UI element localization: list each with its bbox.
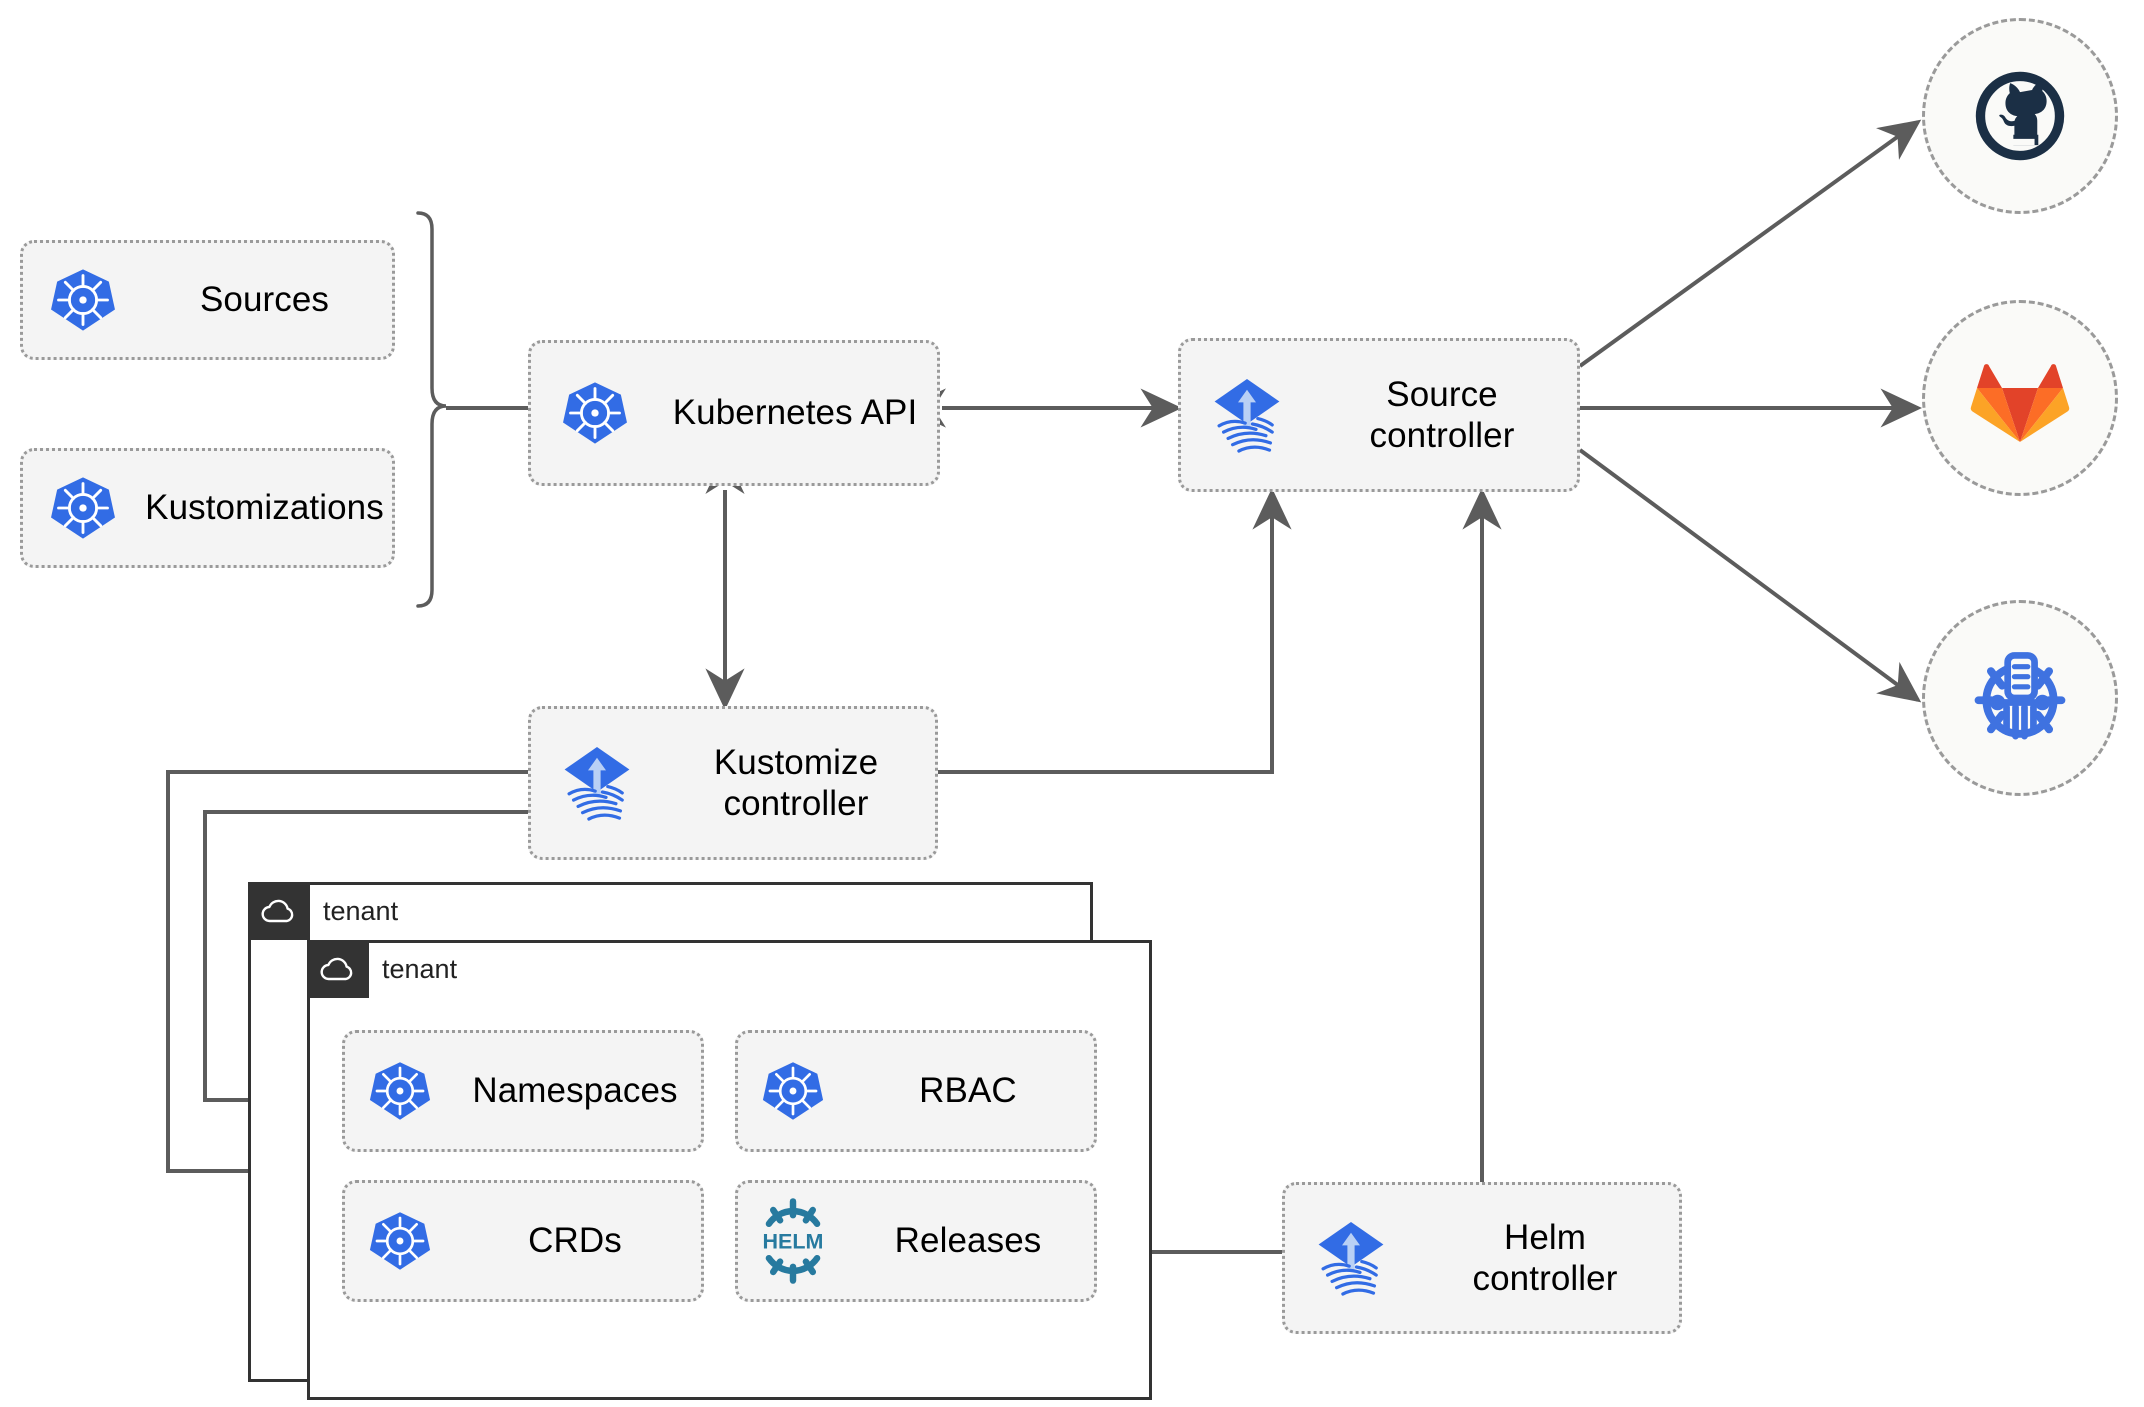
tenant-label: tenant <box>382 953 458 984</box>
node-sources[interactable]: Sources <box>20 240 395 360</box>
node-releases[interactable]: HELM Releases <box>735 1180 1097 1302</box>
flux-icon <box>531 738 663 828</box>
node-kubernetes-api[interactable]: Kubernetes API <box>528 340 940 486</box>
kubernetes-icon <box>23 266 143 334</box>
flux-icon <box>1285 1213 1417 1303</box>
kubernetes-icon <box>345 1059 455 1123</box>
svg-text:HELM: HELM <box>763 1230 824 1254</box>
gitlab-icon <box>1970 364 2070 442</box>
helm-icon: HELM <box>738 1198 848 1284</box>
tenant-label: tenant <box>323 895 399 926</box>
github-icon <box>1975 71 2065 161</box>
cloud-icon <box>307 940 369 998</box>
node-label: Sources <box>199 280 330 320</box>
node-label: Kubernetes API <box>672 393 918 433</box>
kubernetes-icon <box>531 379 659 447</box>
kubernetes-icon <box>738 1059 848 1123</box>
kubernetes-icon <box>23 474 143 542</box>
node-label: Releases <box>894 1221 1042 1261</box>
node-rbac[interactable]: RBAC <box>735 1030 1097 1152</box>
flux-icon <box>1181 370 1313 460</box>
provider-helm-repository[interactable] <box>1922 600 2118 796</box>
provider-github[interactable] <box>1922 18 2118 214</box>
helm-repository-icon <box>1974 652 2066 740</box>
provider-gitlab[interactable] <box>1922 300 2118 496</box>
tenant-container-front[interactable]: tenant <box>307 940 1152 1400</box>
node-crds[interactable]: CRDs <box>342 1180 704 1302</box>
node-label: CRDs <box>528 1221 622 1261</box>
cloud-icon <box>248 882 310 940</box>
node-label: Namespaces <box>472 1071 678 1111</box>
node-namespaces[interactable]: Namespaces <box>342 1030 704 1152</box>
node-label: Kustomizations <box>145 488 384 528</box>
kubernetes-icon <box>345 1209 455 1273</box>
node-kustomizations[interactable]: Kustomizations <box>20 448 395 568</box>
node-label: RBAC <box>919 1071 1017 1111</box>
